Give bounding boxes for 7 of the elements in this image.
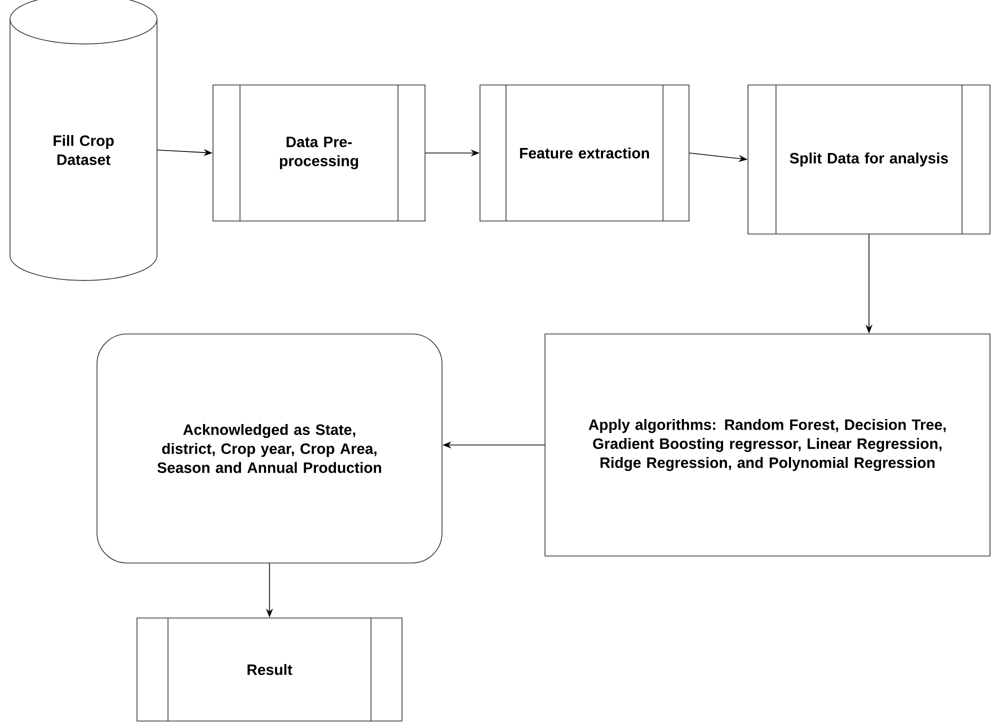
process-box: Apply algorithms: Random Forest, Decision Tree, Gradient Boosting regressor, Linear Regression, Ridge Regression, and Polynomial Regression bbox=[544, 334, 990, 556]
database-cylinder: Fill Crop Dataset bbox=[10, 0, 158, 281]
rounded-box: Acknowledged as State, district, Crop year, Crop Area, Season and Annual Production bbox=[96, 334, 442, 564]
process-box: Feature extraction bbox=[480, 84, 690, 222]
process-box: Result bbox=[136, 618, 402, 722]
process-box: Data Pre-processing bbox=[212, 84, 426, 222]
process-box: Split Data for analysis bbox=[748, 84, 990, 234]
